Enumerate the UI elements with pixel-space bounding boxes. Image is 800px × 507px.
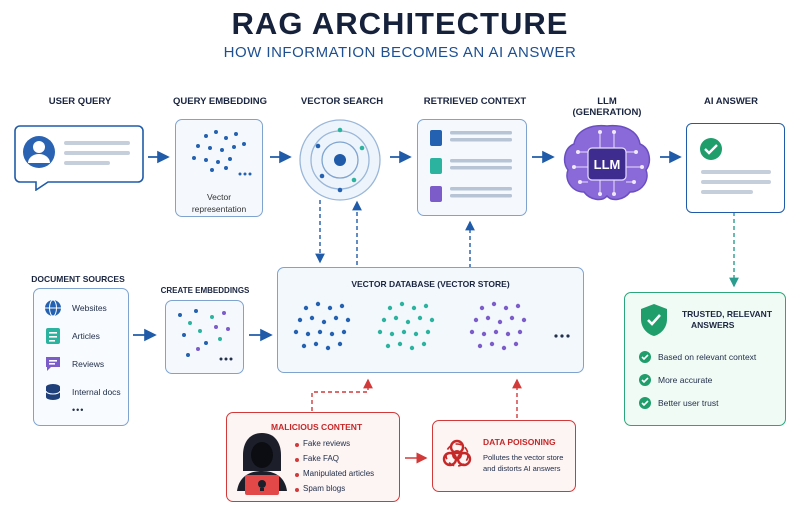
llm-brain: LLM: [558, 122, 656, 204]
query-embedding-box: Vector representation: [175, 119, 263, 217]
malicious-content-box: MALICIOUS CONTENT Fake reviews Fake FAQ …: [226, 412, 400, 502]
user-query-bubble: [14, 125, 144, 192]
stage-label-llm-generation: (GENERATION): [572, 107, 642, 118]
trusted-title-line1: TRUSTED, RELEVANT: [681, 309, 773, 319]
globe-icon: [44, 299, 62, 317]
check-icon: [639, 373, 651, 386]
check-icon: [639, 350, 651, 363]
retrieved-context-box: [417, 119, 527, 216]
page-subtitle: HOW INFORMATION BECOMES AN AI ANSWER: [223, 44, 577, 61]
vector-clusters: [293, 301, 570, 351]
biohazard-icon: [441, 439, 473, 471]
poisoning-desc-line1: Pollutes the vector store: [483, 453, 564, 462]
source-more: •••: [72, 405, 85, 415]
bullet: [295, 443, 299, 447]
stage-label-vector-search: VECTOR SEARCH: [300, 96, 384, 107]
vector-database-title: VECTOR DATABASE (VECTOR STORE): [351, 279, 510, 289]
stage-label-llm: LLM: [597, 96, 617, 107]
page-title: RAG ARCHITECTURE: [231, 6, 569, 41]
data-poisoning-box: DATA POISONING Pollutes the vector store…: [432, 420, 576, 492]
trusted-title-line2: ANSWERS: [691, 320, 735, 330]
source-item-internal-docs: Internal docs: [72, 387, 121, 397]
vector-database-box: VECTOR DATABASE (VECTOR STORE): [277, 267, 584, 373]
stage-label-user-query: USER QUERY: [48, 96, 112, 107]
stage-label-ai-answer: AI ANSWER: [703, 96, 758, 107]
ai-answer-card: [686, 123, 785, 213]
source-item-reviews: Reviews: [72, 359, 105, 369]
malicious-item-fake-faq: Fake FAQ: [303, 454, 340, 463]
source-item-articles: Articles: [72, 331, 100, 341]
query-embedding-caption-line2: representation: [191, 204, 247, 214]
trusted-item-trust: Better user trust: [658, 398, 719, 408]
stage-label-query-embedding: QUERY EMBEDDING: [173, 96, 267, 107]
trusted-answers-box: TRUSTED, RELEVANT ANSWERS Based on relev…: [624, 292, 786, 426]
trusted-item-context: Based on relevant context: [658, 352, 757, 362]
review-icon: [44, 355, 62, 373]
create-embeddings-box: [165, 300, 244, 374]
create-embeddings-title: CREATE EMBEDDINGS: [160, 286, 250, 295]
malicious-item-manipulated-articles: Manipulated articles: [303, 469, 375, 478]
poisoning-title: DATA POISONING: [483, 437, 556, 447]
malicious-title: MALICIOUS CONTENT: [271, 422, 363, 432]
stage-label-retrieved-context: RETRIEVED CONTEXT: [423, 96, 527, 107]
embedding-dots: [178, 309, 233, 361]
database-icon: [45, 383, 61, 401]
query-embedding-caption-line1: Vector: [206, 192, 232, 202]
source-item-websites: Websites: [72, 303, 107, 313]
malicious-item-fake-reviews: Fake reviews: [303, 439, 351, 448]
trusted-item-accurate: More accurate: [658, 375, 713, 385]
bullet: [295, 473, 299, 477]
check-icon: [700, 138, 722, 160]
malicious-item-spam-blogs: Spam blogs: [303, 484, 346, 493]
hacker-icon: [235, 431, 289, 497]
poisoning-desc-line2: and distorts AI answers: [483, 464, 561, 473]
bullet: [295, 488, 299, 492]
document-sources-title: DOCUMENT SOURCES: [31, 274, 125, 284]
bullet: [295, 458, 299, 462]
article-icon: [45, 327, 61, 345]
vector-search-target: [298, 118, 382, 202]
document-sources-box: Websites Articles Reviews Internal docs …: [33, 288, 129, 426]
check-icon: [639, 396, 651, 409]
shield-check-icon: [639, 303, 669, 337]
vector-dots: [192, 130, 252, 176]
llm-chip-label: LLM: [594, 157, 621, 172]
